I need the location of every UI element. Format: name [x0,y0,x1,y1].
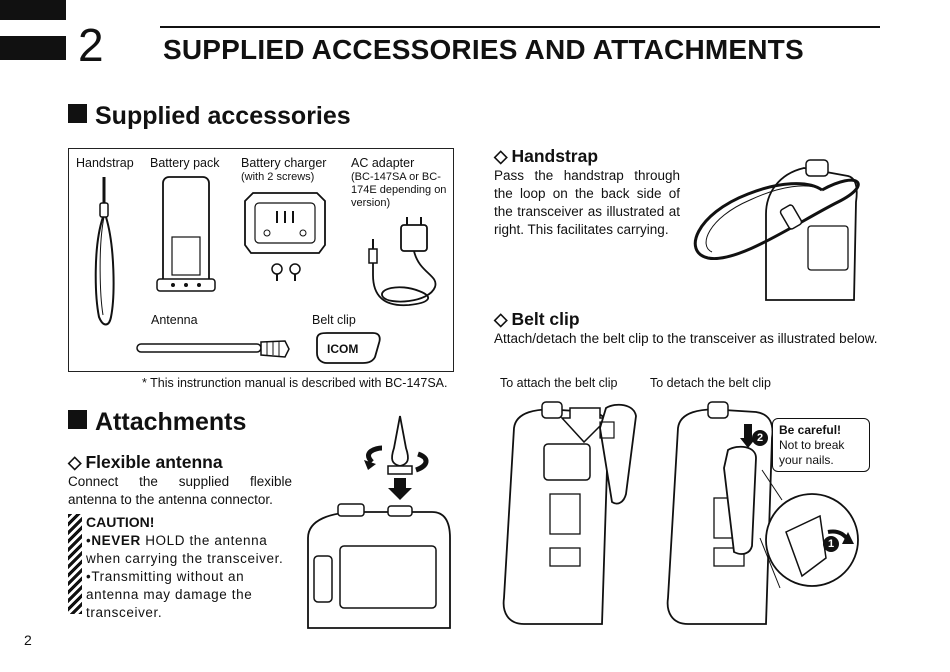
square-bullet-icon [68,104,87,123]
handstrap-text: Pass the handstrap through the loop on t… [494,168,680,237]
careful-note-title: Be careful! [779,423,842,437]
chapter-tab-bottom [0,36,66,60]
caution-heading: CAUTION! [86,514,155,530]
battery-charger-label: Battery charger [241,156,327,170]
belt-clip-logo: ICOM [327,342,358,356]
handstrap-label: Handstrap [76,156,134,170]
step-2-marker: 2 [752,430,768,446]
chapter-title: SUPPLIED ACCESSORIES AND ATTACHMENTS [163,34,804,65]
ac-adapter-label: AC adapter [351,156,415,170]
diamond-icon: ◇ [494,146,508,166]
belt-clip-detach-illustration [666,401,859,625]
belt-clip-attach-illustration [502,401,637,625]
battery-charger-illustration [244,192,326,281]
antenna-label: Antenna [151,313,198,327]
ac-adapter-illustration [368,217,437,307]
attach-caption: To attach the belt clip [500,376,618,390]
belt-clip-label: Belt clip [312,313,356,327]
battery-pack-label: Battery pack [150,156,220,170]
header-rule [160,26,880,28]
footnote: * This instrunction manual is described … [142,376,448,390]
belt-clip-text: Attach/detach the belt clip to the trans… [494,331,878,346]
handstrap-attach-illustration [693,159,860,301]
flexible-antenna-text: Connect the supplied flexible antenna to… [68,474,292,507]
battery-pack-illustration [156,176,216,292]
caution-bullet-1-text: HOLD the antenna when carrying the trans… [86,533,284,566]
belt-clip-illustration: ICOM [316,332,381,364]
diamond-icon: ◇ [494,309,508,329]
handstrap-heading: ◇Handstrap [494,146,599,166]
accessories-box: Handstrap Battery pack Battery charger (… [68,148,454,372]
caution-hatch-bar [68,514,82,614]
detach-caption: To detach the belt clip [650,376,771,390]
careful-note: Be careful! Not to break your nails. [772,418,870,472]
square-bullet-icon [68,410,87,429]
step-1-marker: 1 [823,536,839,552]
chapter-number: 2 [78,19,104,71]
attachments-heading: Attachments [68,408,246,437]
battery-charger-note: (with 2 screws) [241,171,315,183]
belt-clip-heading: ◇Belt clip [494,309,580,329]
caution-never: NEVER [91,533,141,548]
chapter-tab-top [0,0,66,20]
diamond-icon: ◇ [68,452,82,472]
antenna-illustration [136,340,290,358]
supplied-accessories-heading: Supplied accessories [68,102,351,131]
caution-bullet-2-text: Transmitting without an antenna may dama… [86,569,253,620]
page-number: 2 [24,632,32,648]
careful-note-text: Not to break your nails. [779,438,845,467]
flexible-antenna-heading: ◇Flexible antenna [68,452,223,472]
caution-bullet-1: •NEVER HOLD the antenna when carrying th… [86,533,284,566]
caution-bullet-2: •Transmitting without an antenna may dam… [86,569,253,620]
antenna-attach-illustration [307,415,451,629]
ac-adapter-note: (BC-147SA or BC-174E depending on versio… [351,171,447,209]
handstrap-illustration [94,177,115,326]
